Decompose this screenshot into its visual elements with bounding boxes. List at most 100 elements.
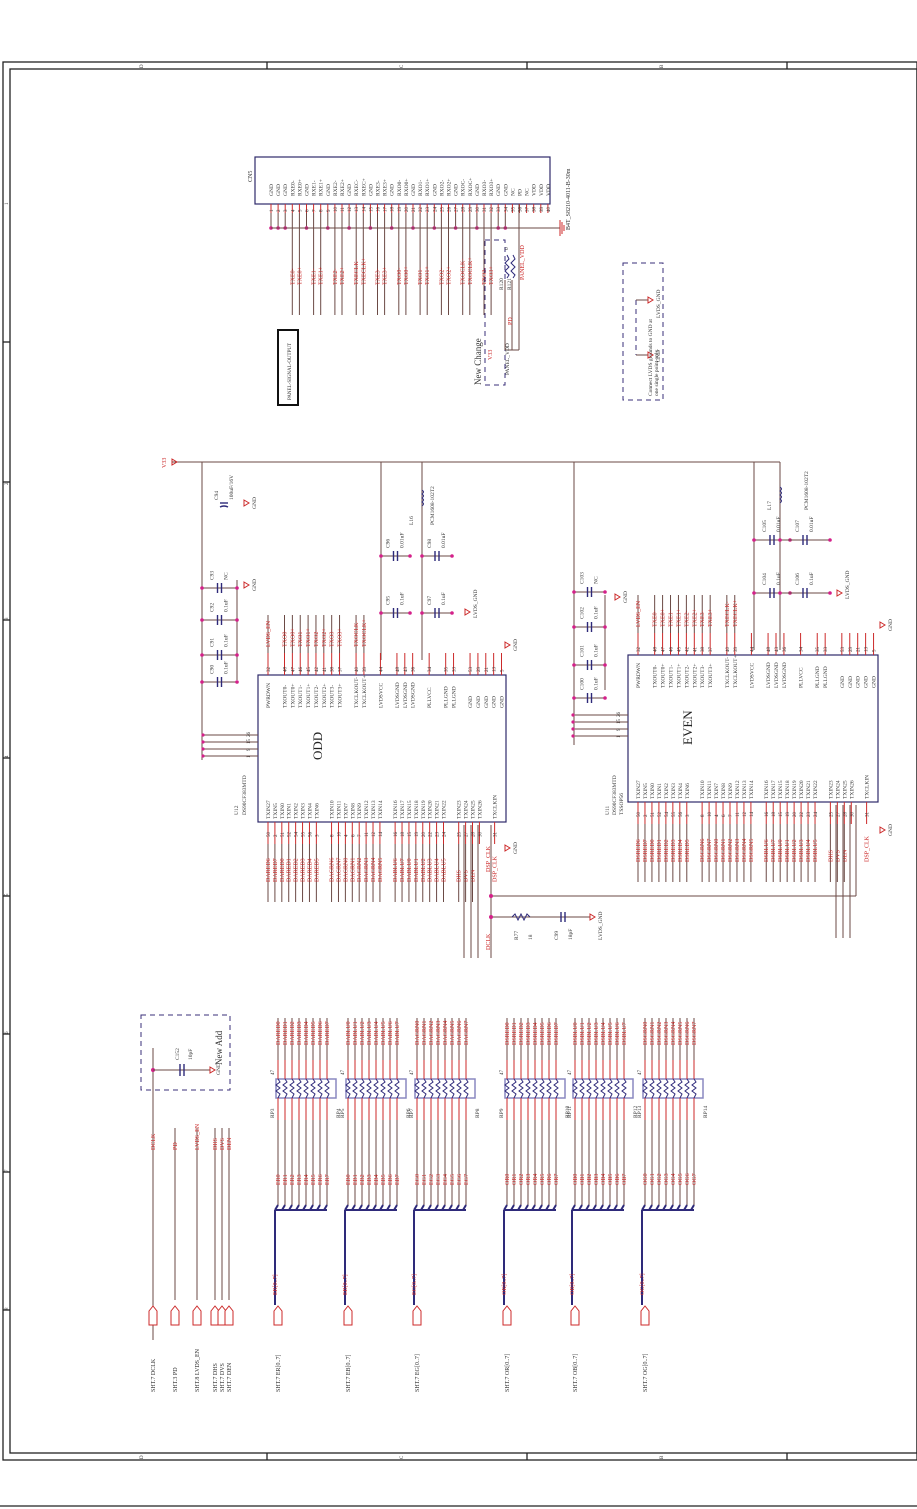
rpack-input-net: DSGRN7 [692,1022,698,1045]
l17-label: L17 [767,501,773,510]
zone-number: 2 [5,482,10,485]
connector-pin-number: 4 [291,209,296,212]
ic-pin-number: 32 [267,667,272,673]
ic-pin-name: TXOUT0- [283,685,289,708]
u12-center-label: ODD [310,732,325,760]
capacitor-value: 0.01uF [400,533,406,548]
ic-pin-number: 45 [307,667,312,673]
ground-label: GND [252,579,258,591]
ic-pin-number: 25 [458,832,463,838]
ic-pin-name: TXIN23 [828,780,834,799]
connector-pin-number: 8 [320,209,325,212]
ic-net-label: DAGRN5 [378,858,384,882]
resistor-pack-body [504,1078,566,1099]
u12-part: DS90CF383MTD [242,775,248,815]
connector-pin-number: 15 [369,207,374,213]
zone-letter: C [400,64,405,68]
ground-label: GND [888,619,894,631]
ic-net-label: DSP_CLK [865,835,871,862]
ic-pin-number: 19 [415,832,420,838]
connector-pin-number: 27 [455,207,460,213]
connector-pin-number: 33 [497,207,502,213]
ic-pin-number: 35 [816,647,821,653]
ic-net-label: DARED5 [314,858,320,882]
rpack-input-net: DARED4 [304,1021,310,1045]
ic-net-label: TXO1- [298,630,304,647]
c94-value: 100uF/16V [229,475,235,500]
ic-pin-name: TXIN24 [835,780,841,799]
off-sheet-port-icon [192,1305,202,1326]
ic-pin-name: TXIN0 [280,803,286,819]
ic-pin-name: TXIN16 [764,780,770,799]
ic-pin-number: 35 [445,667,450,673]
connector-pin-name: RXO0+ [404,179,410,196]
connector-net-label: TXOCLK+ [468,257,474,285]
ic-pin-number: 9 [617,728,622,731]
rpack-output-net: OB0 [573,1174,579,1185]
ic-pin-name: TXIN5 [643,783,649,799]
ic-pin-number: 20 [793,812,798,818]
ic-pin-name: TXIN2 [294,803,300,819]
connector-pin-name: RXEC- [354,179,360,196]
ic-pin-number: 26 [247,732,252,738]
ic-pin-name: PLLGND [444,686,450,708]
connector-pin-number: 39 [540,207,545,213]
off-sheet-port-icon [570,1305,580,1326]
connector-pin-number: 37 [526,207,531,213]
connector-pin-number: 17 [384,207,389,213]
ic-pin-number: 39 [734,647,739,653]
ic-pin-name: TXCLKOUT- [354,677,360,708]
connector-net-label: TXO0+ [404,266,410,285]
rpack-output-net: OR4 [533,1174,539,1185]
ic-pin-name: TXIN15 [778,780,784,799]
rpack-ref: RP6 [406,1108,412,1118]
ic-pin-name: TXOUT0- [653,665,659,688]
capacitor-ref: C107 [795,520,801,532]
rpack-input-net: DABLU6 [388,1021,394,1045]
ic-pin-number: 21 [857,647,862,653]
ic-net-label: DABLU2 [421,858,427,882]
connector-pin-name: RXO1- [418,180,424,196]
r121-label: R121 [507,278,513,290]
ic-pin-name: TXOUT0+ [290,684,296,709]
rpack-input-net: DARED1 [283,1021,289,1045]
connector-pin-number: 31 [483,207,488,213]
c99-gnd-label: LVDS_GND [598,911,604,940]
ic-pin-name: LVDSGND [411,682,417,708]
zone-number: 7 [5,1169,10,1172]
ground-label: GND [252,497,258,509]
bus-label: EG[0..7] [412,1274,418,1295]
ic-pin-number: 55 [302,832,307,838]
ic-pin-name: GND [856,676,862,688]
connector-pin-name: VDD [539,184,545,196]
u11-ref: U11 [605,805,611,815]
connector-pin-number: 3 [284,209,289,212]
ic-pin-name: TXIN12 [735,780,741,799]
ic-pin-name: TXIN24 [464,800,470,819]
connector-pin-number: 40 [547,207,552,213]
rpack-output-net: EB7 [395,1174,401,1185]
capacitor-ref: C96 [386,539,392,548]
off-sheet-port-icon [273,1305,283,1326]
connector-net-label: TXE3+ [383,266,389,285]
ic-pin-name: TXOUT2+ [692,664,698,689]
resistor-pack-body [642,1078,704,1099]
rpack-value: 47 [341,1070,346,1076]
rpack-output-net: OG1 [650,1173,656,1185]
rpack-input-net: DSBLU0 [573,1022,579,1045]
ic-pin-number: 14 [750,812,755,818]
connector-pin-name: GND [305,184,311,196]
r77-value: 18 [528,934,534,940]
rpack-output-net: OG0 [643,1173,649,1185]
ic-pin-number: 15 [779,812,784,818]
ic-pin-number: 25 [829,812,834,818]
off-sheet-port-icon [502,1305,512,1326]
ic-pin-number: 4 [344,834,349,837]
ic-pin-name: TXOUT2- [314,685,320,708]
ic-net-label: TXO1+ [306,628,312,647]
connector-pin-number: 38 [533,207,538,213]
rpack-output-net: OG5 [678,1173,684,1185]
rpack-output-net: EG2 [429,1174,435,1185]
rpack-input-net: DSGRN3 [664,1022,670,1045]
